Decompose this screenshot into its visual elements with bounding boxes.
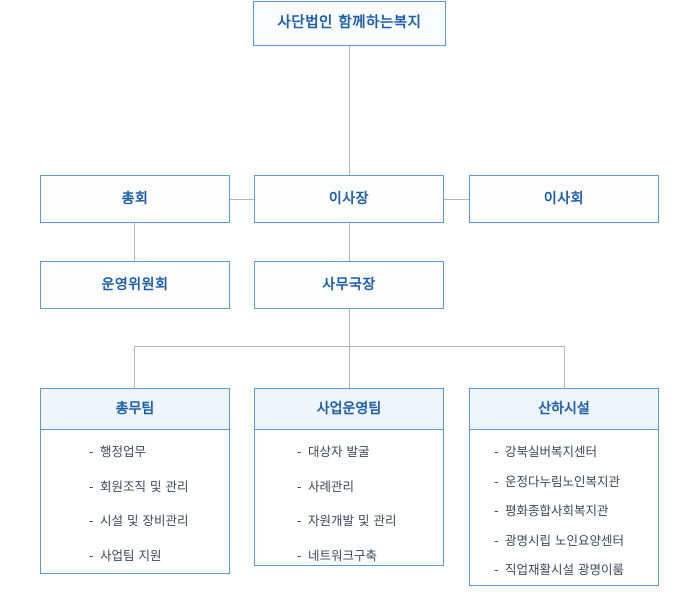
list-item: -회원조직 및 관리 bbox=[89, 478, 229, 494]
node-board-of-directors[interactable]: 이사회 bbox=[469, 175, 659, 223]
node-general-meeting[interactable]: 총회 bbox=[40, 175, 230, 223]
department-affiliates[interactable]: 산하시설 -강북실버복지센터 -운정다누림노인복지관 -평화종합사회복지관 -광… bbox=[469, 388, 659, 586]
node-root-organization[interactable]: 사단법인 함께하는복지 bbox=[253, 1, 446, 46]
list-item-label: 강북실버복지센터 bbox=[505, 444, 598, 459]
list-item: -행정업무 bbox=[89, 444, 229, 459]
node-board-label: 이사회 bbox=[543, 191, 585, 207]
list-item: -평화종합사회복지관 bbox=[494, 503, 658, 518]
node-chairman[interactable]: 이사장 bbox=[254, 175, 444, 223]
node-steering-committee-label: 운영위원회 bbox=[101, 277, 169, 293]
connector-general-meeting-to-chairman bbox=[230, 199, 254, 200]
department-operations-header: 사업운영팀 bbox=[255, 389, 443, 430]
department-admin-body: -행정업무 -회원조직 및 관리 -시설 및 장비관리 -사업팀 지원 bbox=[41, 430, 229, 573]
bullet-dash: - bbox=[297, 478, 302, 494]
department-operations-list: -대상자 발굴 -사례관리 -자원개발 및 관리 -네트워크구축 bbox=[255, 444, 443, 563]
list-item: -사례관리 bbox=[297, 478, 443, 494]
list-item: -네트워크구축 bbox=[297, 547, 443, 563]
list-item: -사업팀 지원 bbox=[89, 547, 229, 563]
department-affiliates-body: -강북실버복지센터 -운정다누림노인복지관 -평화종합사회복지관 -광명시립 노… bbox=[470, 430, 658, 604]
connector-distributor-to-affiliates bbox=[564, 346, 565, 388]
list-item-label: 자원개발 및 관리 bbox=[308, 513, 397, 528]
bullet-dash: - bbox=[494, 503, 499, 518]
list-item-label: 행정업무 bbox=[100, 444, 147, 459]
list-item: -광명시립 노인요양센터 bbox=[494, 532, 658, 548]
bullet-dash: - bbox=[494, 532, 499, 548]
list-item-label: 직업재활시설 광명이룸 bbox=[505, 562, 624, 577]
list-item-label: 시설 및 장비관리 bbox=[100, 513, 189, 528]
connector-root-to-chairman bbox=[349, 46, 350, 175]
list-item: -자원개발 및 관리 bbox=[297, 513, 443, 528]
list-item: -시설 및 장비관리 bbox=[89, 513, 229, 528]
department-admin-title: 총무팀 bbox=[115, 401, 155, 417]
department-affiliates-header: 산하시설 bbox=[470, 389, 658, 430]
list-item-label: 대상자 발굴 bbox=[308, 444, 370, 459]
list-item-label: 평화종합사회복지관 bbox=[505, 503, 609, 518]
department-admin[interactable]: 총무팀 -행정업무 -회원조직 및 관리 -시설 및 장비관리 -사업팀 지원 bbox=[40, 388, 230, 574]
list-item-label: 사례관리 bbox=[308, 478, 355, 494]
department-admin-list: -행정업무 -회원조직 및 관리 -시설 및 장비관리 -사업팀 지원 bbox=[41, 444, 229, 563]
node-root-label: 사단법인 함께하는복지 bbox=[277, 15, 422, 32]
list-item-label: 광명시립 노인요양센터 bbox=[505, 532, 624, 548]
department-operations-body: -대상자 발굴 -사례관리 -자원개발 및 관리 -네트워크구축 bbox=[255, 430, 443, 572]
node-secretary-general-label: 사무국장 bbox=[322, 277, 376, 293]
connector-distributor-to-admin bbox=[134, 346, 135, 388]
list-item: -대상자 발굴 bbox=[297, 444, 443, 459]
department-affiliates-list: -강북실버복지센터 -운정다누림노인복지관 -평화종합사회복지관 -광명시립 노… bbox=[470, 444, 658, 577]
department-affiliates-title: 산하시설 bbox=[538, 401, 590, 417]
bullet-dash: - bbox=[297, 547, 302, 563]
bullet-dash: - bbox=[494, 473, 499, 489]
bullet-dash: - bbox=[297, 444, 302, 459]
list-item: -직업재활시설 광명이룸 bbox=[494, 562, 658, 577]
bullet-dash: - bbox=[494, 562, 499, 577]
connector-secretary-general-trunk bbox=[349, 309, 350, 388]
list-item: -운정다누림노인복지관 bbox=[494, 473, 658, 489]
list-item-label: 네트워크구축 bbox=[308, 547, 378, 563]
bullet-dash: - bbox=[297, 513, 302, 528]
bullet-dash: - bbox=[89, 478, 94, 494]
node-general-meeting-label: 총회 bbox=[121, 191, 149, 207]
node-chairman-label: 이사장 bbox=[328, 191, 370, 207]
bullet-dash: - bbox=[89, 513, 94, 528]
list-item: -강북실버복지센터 bbox=[494, 444, 658, 459]
connector-departments-distributor bbox=[134, 346, 565, 347]
bullet-dash: - bbox=[89, 444, 94, 459]
department-admin-header: 총무팀 bbox=[41, 389, 229, 430]
list-item-label: 회원조직 및 관리 bbox=[100, 478, 189, 494]
node-steering-committee[interactable]: 운영위원회 bbox=[40, 261, 230, 309]
list-item-label: 사업팀 지원 bbox=[100, 547, 162, 563]
node-secretary-general[interactable]: 사무국장 bbox=[254, 261, 444, 309]
department-operations-title: 사업운영팀 bbox=[316, 401, 382, 417]
bullet-dash: - bbox=[494, 444, 499, 459]
department-operations[interactable]: 사업운영팀 -대상자 발굴 -사례관리 -자원개발 및 관리 -네트워크구축 bbox=[254, 388, 444, 566]
connector-general-meeting-to-steering-committee bbox=[134, 223, 135, 261]
connector-chairman-to-board bbox=[444, 199, 469, 200]
connector-chairman-to-secretary-general bbox=[349, 223, 350, 261]
list-item-label: 운정다누림노인복지관 bbox=[505, 473, 621, 489]
bullet-dash: - bbox=[89, 547, 94, 563]
